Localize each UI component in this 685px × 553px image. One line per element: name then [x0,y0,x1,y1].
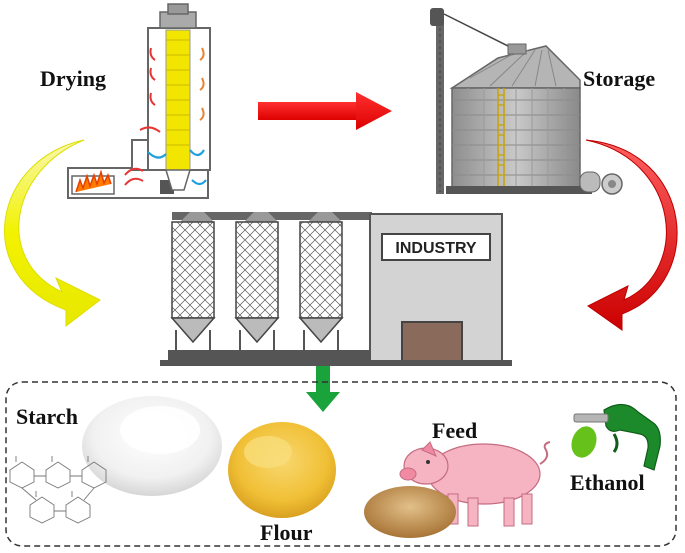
starch-label: Starch [16,404,78,429]
ethanol-label: Ethanol [570,470,645,495]
pig-icon [399,441,551,527]
fuel-nozzle-icon [571,403,661,471]
feed-pile-icon [364,486,456,538]
transfer-arrow [258,92,392,130]
industry-output-arrow [306,366,340,412]
flour-pile-icon [228,422,336,518]
industry-label: INDUSTRY [395,240,477,257]
flour-label: Flour [260,520,313,545]
feed-label: Feed [432,418,477,443]
molecule-icon [9,456,107,524]
storage-to-industry-arrow [585,139,678,331]
grain-silo-icon [430,8,623,195]
starch-powder-icon [82,396,222,496]
dryer-tower-icon [67,3,211,199]
drying-label: Drying [40,66,106,91]
industry-building-icon [160,212,512,366]
storage-label: Storage [583,66,655,91]
drying-to-industry-arrow [4,139,101,328]
